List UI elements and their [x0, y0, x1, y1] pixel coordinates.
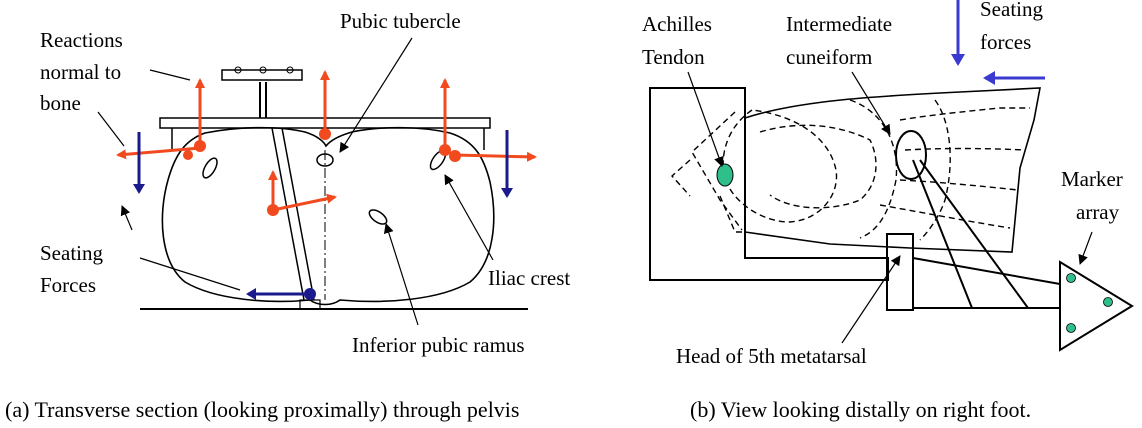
foot-bones-dashed [671, 99, 1030, 241]
handle-knob-2 [259, 66, 267, 74]
marker-rods [912, 159, 1061, 309]
handle-knob-3 [286, 66, 294, 74]
marker-dots [1066, 273, 1113, 333]
label-intermediate-line1: Intermediate [786, 12, 892, 36]
seat-contact-point [304, 288, 316, 300]
label-seating-line1-b: Seating [980, 0, 1043, 21]
reaction-arrow-left-left [116, 146, 201, 160]
support-rod-2 [281, 127, 315, 301]
label-seating-line1: Seating [40, 241, 103, 265]
marker-array [1059, 260, 1134, 352]
label-intermediate-line2: cuneiform [786, 45, 872, 69]
label-marker-line2: array [1076, 200, 1120, 224]
foot-outline [744, 87, 1041, 253]
label-achilles-line1: Achilles [642, 12, 712, 36]
label-achilles-line2: Tendon [642, 45, 705, 69]
left-iliac-landmark [202, 157, 218, 179]
label-seating-line2: Forces [40, 273, 96, 297]
handle-bar [221, 69, 303, 81]
label-reactions-line3: bone [40, 91, 81, 115]
reaction-arrow-mid-right [272, 193, 337, 212]
pelvis-outline [161, 126, 495, 306]
reaction-points [183, 128, 461, 216]
label-reactions-line1: Reactions [40, 28, 123, 52]
achilles-tendon-marker [716, 163, 734, 187]
caption-b: (b) View looking distally on right foot. [690, 397, 1031, 422]
panel-b-foot: Achilles Tendon Intermediate cuneiform S… [642, 0, 1134, 368]
support-rod-1 [271, 127, 305, 301]
leaders-a [97, 37, 494, 326]
panel-a-pelvis: Reactions normal to bone Pubic tubercle … [40, 9, 570, 357]
label-pubic-tubercle: Pubic tubercle [340, 9, 461, 33]
reaction-arrow-right-right [454, 151, 537, 162]
label-seating-line2-b: forces [980, 30, 1031, 54]
inferior-pubic-landmark [368, 209, 388, 225]
label-reactions-line2: normal to [40, 60, 121, 84]
foot-frame [649, 87, 889, 281]
seating-force-arrows-b [951, 0, 1045, 85]
caption-a: (a) Transverse section (looking proximal… [5, 397, 519, 422]
reaction-forces [116, 70, 537, 212]
label-inferior-pubic-ramus: Inferior pubic ramus [352, 333, 525, 357]
pubic-tubercle-landmark [316, 153, 334, 167]
label-5th-metatarsal: Head of 5th metatarsal [676, 344, 867, 368]
intermediate-cuneiform-oval [895, 130, 927, 180]
handle-knob-1 [234, 66, 242, 74]
metatarsal-block [886, 233, 914, 311]
leaders-b [687, 71, 1093, 344]
seating-force-arrows-a [133, 130, 513, 300]
label-iliac-crest: Iliac crest [488, 266, 570, 290]
label-marker-line1: Marker [1061, 167, 1123, 191]
